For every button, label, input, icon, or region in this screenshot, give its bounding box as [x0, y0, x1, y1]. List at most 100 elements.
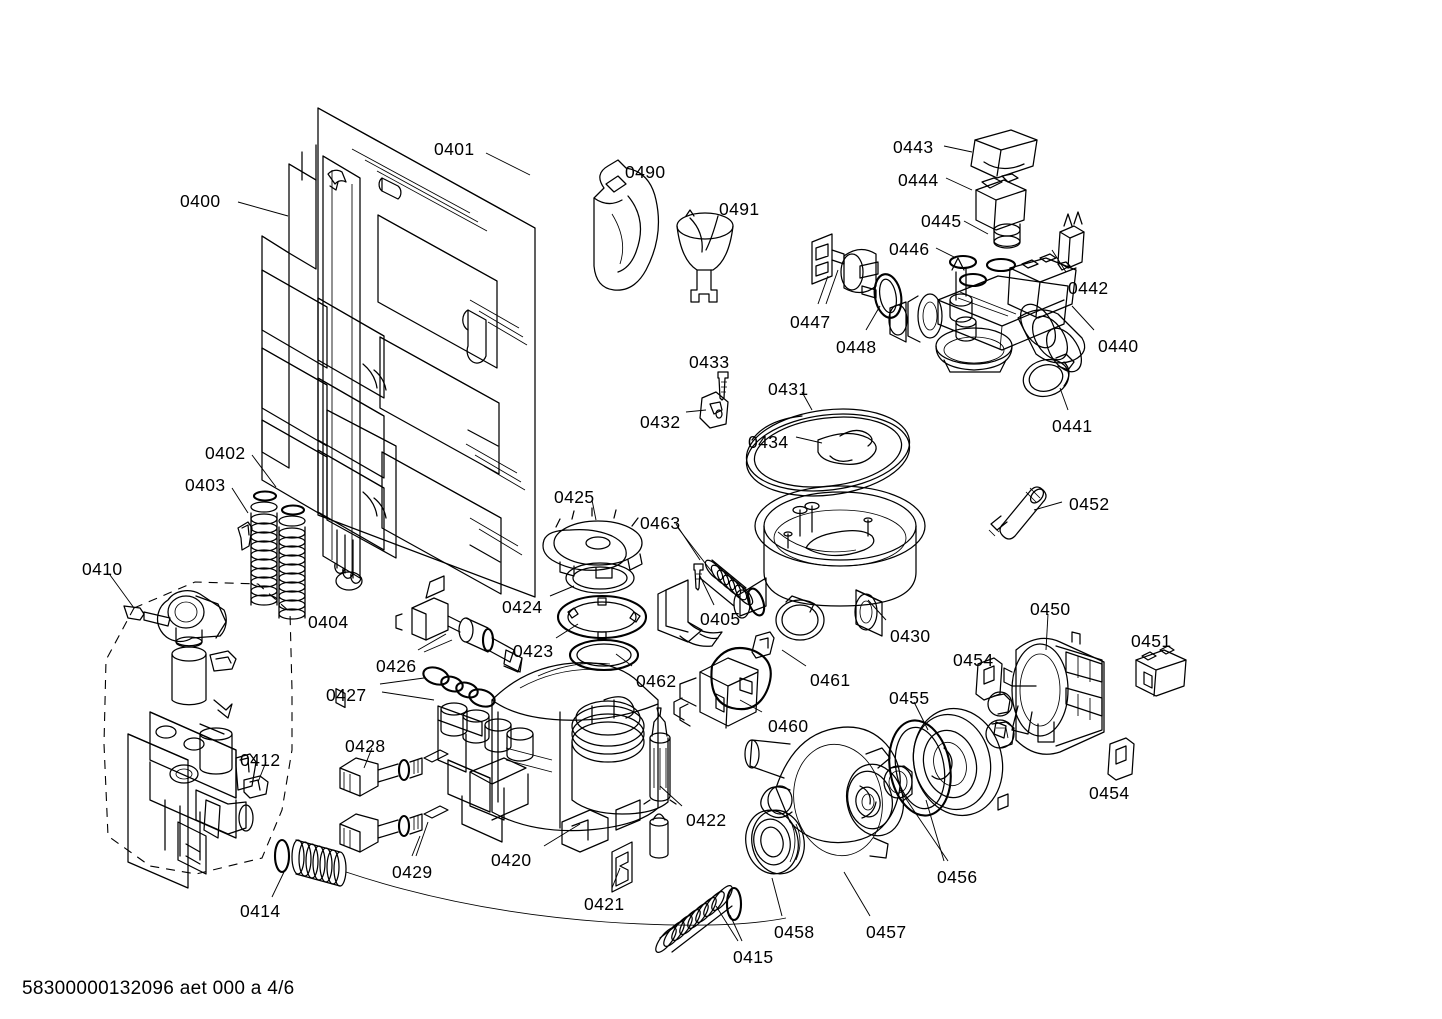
part-0450-drive-motor [988, 632, 1104, 754]
callout-label-0403: 0403 [185, 475, 226, 495]
callout-label-0441: 0441 [1052, 416, 1093, 436]
callout-label-0401: 0401 [434, 139, 475, 159]
callout-label-0425: 0425 [554, 487, 595, 507]
callout-label-0462: 0462 [636, 671, 677, 691]
part-0456-seal-ring [882, 716, 958, 821]
callout-label-0433: 0433 [689, 352, 730, 372]
part-0457-pump-housing [745, 727, 900, 863]
callout-label-0460: 0460 [768, 716, 809, 736]
part-0421-mounting-bracket [612, 842, 632, 892]
part-0440-water-manifold [889, 254, 1089, 378]
callout-label-0456: 0456 [937, 867, 978, 887]
callout-label-0432: 0432 [640, 412, 681, 432]
part-corrugated-sump-hose [700, 558, 767, 618]
part-0432-retainer [700, 392, 728, 428]
callout-label-0434: 0434 [748, 432, 789, 452]
callout-label-0402: 0402 [205, 443, 246, 463]
callout-label-0415: 0415 [733, 947, 774, 967]
callout-label-0443: 0443 [893, 137, 934, 157]
callout-label-0448: 0448 [836, 337, 877, 357]
part-0401-outer-door-panel [318, 108, 535, 597]
callout-label-0404: 0404 [308, 612, 349, 632]
callout-label-0427: 0427 [326, 685, 367, 705]
part-0454-retaining-clip-upper [976, 658, 1002, 700]
part-0452-interference-suppressor [989, 487, 1046, 539]
callout-label-0431: 0431 [768, 379, 809, 399]
part-0423-lock-ring [558, 596, 646, 639]
part-0444-inlet-valve [976, 174, 1026, 248]
callout-label-0410: 0410 [82, 559, 123, 579]
callout-label-0463: 0463 [640, 513, 681, 533]
part-0429-hose-connector-lower [340, 806, 448, 852]
callout-label-0414: 0414 [240, 901, 281, 921]
callout-label-0458: 0458 [774, 922, 815, 942]
callout-label-0400: 0400 [180, 191, 221, 211]
callout-label-0424: 0424 [502, 597, 543, 617]
part-0442-electrical-connector [1058, 212, 1084, 268]
part-0456-nut [986, 720, 1014, 748]
callout-label-0423: 0423 [513, 641, 554, 661]
sheet-footer-text: 58300000132096 aet 000 a 4/6 [22, 978, 295, 999]
callout-label-0490: 0490 [625, 162, 666, 182]
callout-label-0426: 0426 [376, 656, 417, 676]
part-0434-filter-handle [818, 430, 876, 464]
part-0445-seal [987, 259, 1015, 271]
part-0461-heater-o-ring [711, 648, 770, 709]
callout-label-0445: 0445 [921, 211, 962, 231]
part-0443-valve-cover [971, 130, 1037, 178]
part-0462-o-ring [570, 640, 638, 670]
part-0451-start-capacitor [1136, 646, 1186, 696]
part-0402-spring-rings [254, 492, 304, 515]
callout-label-0421: 0421 [584, 894, 625, 914]
part-0430-sump-housing [734, 486, 925, 640]
callout-label-0454b: 0454 [1089, 783, 1130, 803]
callout-label-0450: 0450 [1030, 599, 1071, 619]
callout-label-0422: 0422 [686, 810, 727, 830]
part-0404-door-springs [251, 502, 305, 619]
part-0420-water-softener [438, 663, 668, 852]
part-0460-heating-element [674, 658, 758, 728]
callout-label-0491: 0491 [719, 199, 760, 219]
part-0441-hose-clamp [1019, 354, 1074, 402]
part-0463-sump-bracket [658, 580, 722, 646]
callout-label-0430: 0430 [890, 626, 931, 646]
part-0426-float-switch [396, 576, 522, 672]
callout-label-0451: 0451 [1131, 631, 1172, 651]
callout-label-0420: 0420 [491, 850, 532, 870]
part-0447-sensor-plate [812, 234, 844, 284]
part-0433-screw [718, 372, 728, 400]
part-0458-pump-inlet [740, 805, 810, 878]
part-0403-retainer-clip [238, 522, 252, 550]
callout-label-0457: 0457 [866, 922, 907, 942]
part-0424-cap-seal [566, 563, 634, 593]
leader-lines [110, 146, 1094, 941]
callout-label-0461: 0461 [810, 670, 851, 690]
part-0431-coarse-filter [742, 400, 915, 504]
part-0447-sensor-body [841, 249, 878, 298]
callout-label-0447: 0447 [790, 312, 831, 332]
part-0427-seal-set [421, 664, 497, 709]
callout-label-0429: 0429 [392, 862, 433, 882]
part-0490-rinse-aid-bottle [594, 160, 658, 290]
part-0400-inner-door-liner [262, 145, 501, 707]
callout-label-0444: 0444 [898, 170, 939, 190]
part-0405-screw [694, 564, 703, 590]
callout-label-0405: 0405 [700, 609, 741, 629]
callout-label-0454: 0454 [953, 650, 994, 670]
part-0428-hose-connector-upper [340, 750, 448, 796]
part-0448-o-ring [871, 272, 904, 320]
part-0415-corrugated-hose [652, 883, 741, 955]
callout-label-0452: 0452 [1069, 494, 1110, 514]
callout-label-0440: 0440 [1098, 336, 1139, 356]
group-outline-0410 [104, 582, 292, 874]
callout-label-0442: 0442 [1068, 278, 1109, 298]
callout-label-0455: 0455 [889, 688, 930, 708]
part-0491-funnel [677, 210, 733, 302]
part-0422-dosing-unit [644, 708, 676, 858]
part-0410-heat-pump-assembly [124, 591, 256, 888]
part-0414-drain-hose [275, 840, 346, 886]
part-0461-clip [752, 632, 774, 658]
callout-label-0412: 0412 [240, 750, 281, 770]
